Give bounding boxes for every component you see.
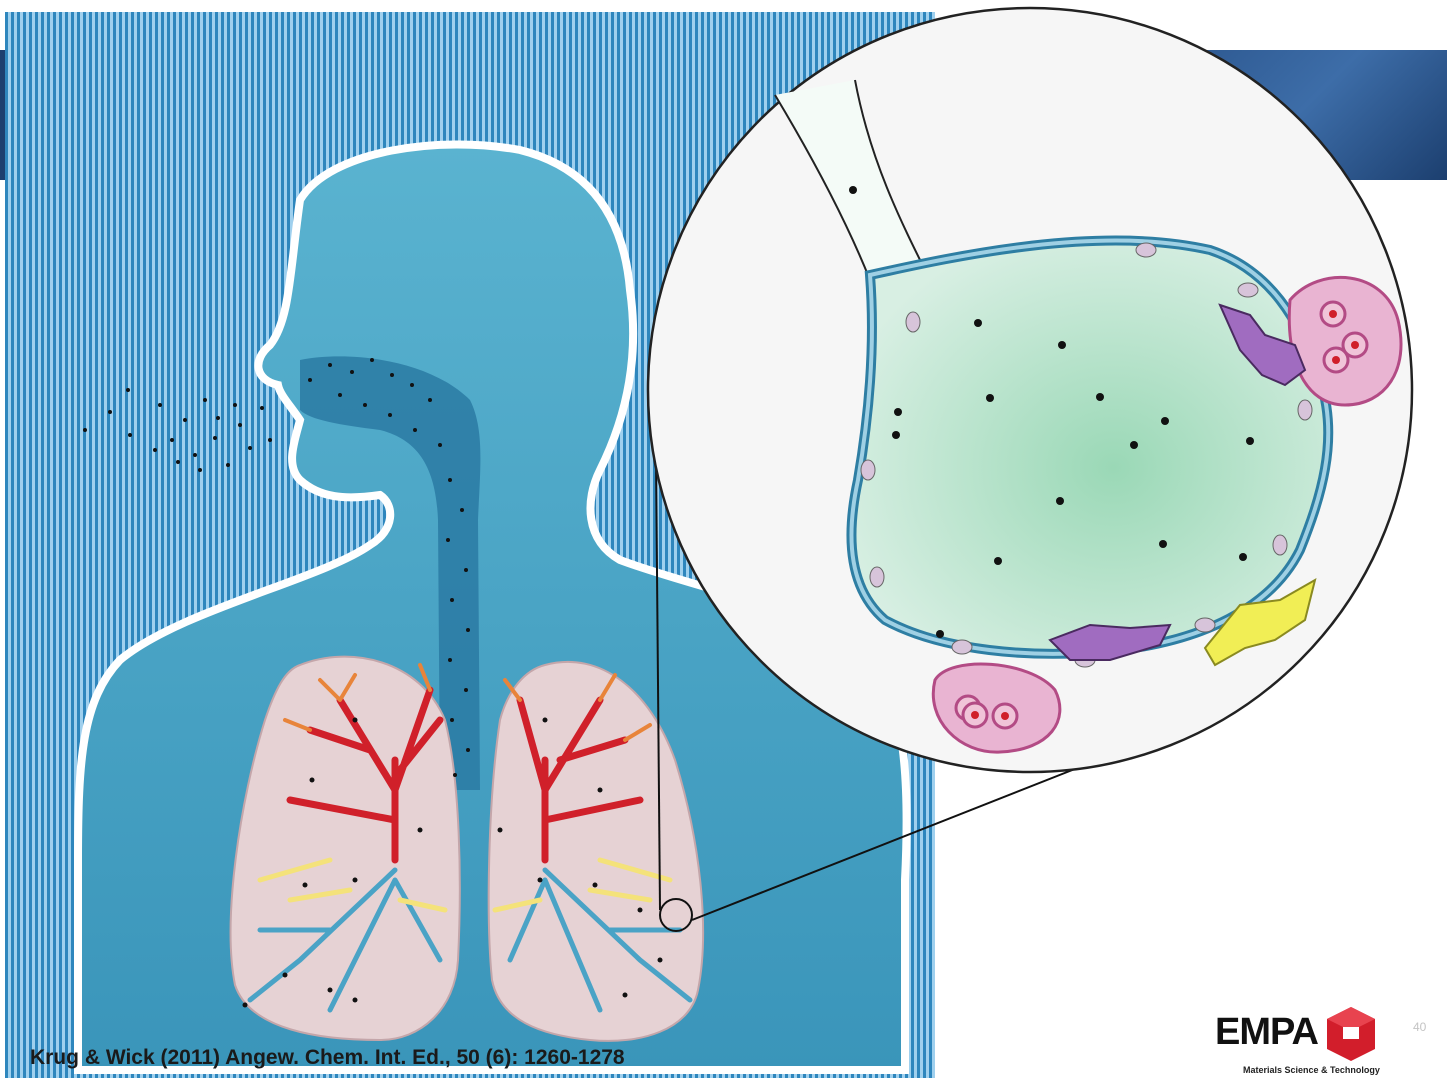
empa-cube-icon	[1325, 1005, 1377, 1063]
alveolus-magnified	[648, 8, 1412, 772]
logo-wordmark: EMPA	[1215, 1011, 1318, 1054]
figure-citation: Krug & Wick (2011) Angew. Chem. Int. Ed.…	[30, 1046, 625, 1070]
logo-tagline: Materials Science & Technology	[1243, 1065, 1380, 1075]
empa-logo: EMPA Materials Science & Technology	[1215, 1005, 1445, 1075]
slide-page-number: 40	[1413, 1020, 1426, 1034]
capillary-upper-right	[1289, 277, 1401, 405]
